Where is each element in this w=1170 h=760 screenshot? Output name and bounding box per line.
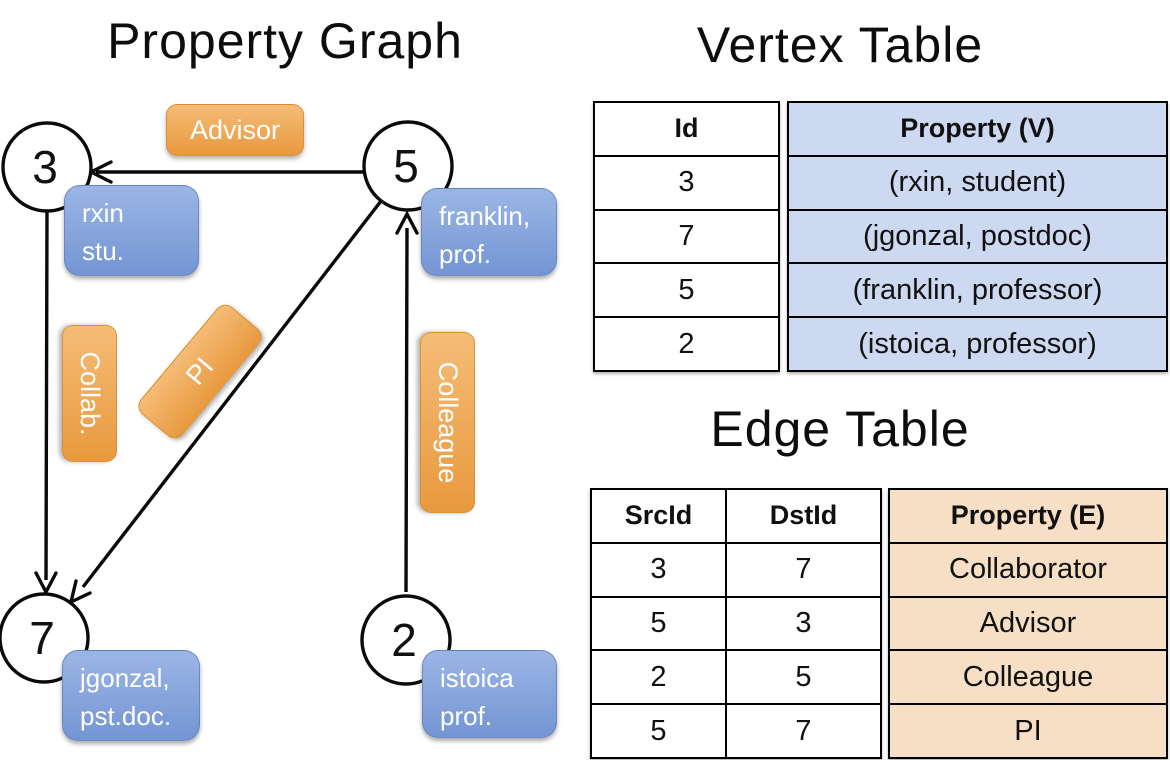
edge-table-srcid-header: SrcId	[592, 490, 727, 542]
arrowhead-colleague	[395, 210, 419, 235]
vertex-table-property-column: Property (V) (rxin, student) (jgonzal, p…	[787, 101, 1168, 372]
vertex-table-id-header: Id	[674, 113, 699, 144]
table-row: (jgonzal, postdoc)	[789, 208, 1166, 263]
cell-dstid: 7	[795, 553, 812, 586]
node-label-line1: istoica	[440, 663, 514, 693]
table-row: 2 5	[592, 649, 880, 704]
node-label-line1: jgonzal,	[80, 663, 170, 693]
table-row: Advisor	[890, 595, 1166, 650]
edge-label-advisor: Advisor	[166, 104, 304, 156]
vertex-id-7: 7	[29, 612, 55, 664]
cell-srcid: 5	[592, 705, 727, 757]
cell-dstid: 7	[795, 714, 812, 747]
node-label-line2: stu.	[82, 236, 124, 266]
cell-srcid: 3	[592, 543, 727, 596]
edge-label-colleague: Colleague	[420, 332, 475, 513]
edge-table-property-column: Property (E) Collaborator Advisor Collea…	[888, 488, 1168, 759]
cell-srcid: 5	[592, 597, 727, 650]
node-label-line2: prof.	[439, 239, 492, 269]
node-label-franklin: franklin, prof.	[421, 188, 557, 276]
property-graph-title: Property Graph	[107, 13, 463, 69]
cell-srcid: 2	[592, 651, 727, 704]
node-label-line2: pst.doc.	[80, 701, 172, 731]
vertex-table-title: Vertex Table	[696, 17, 984, 73]
table-row: Colleague	[890, 649, 1166, 703]
edge-table-title: Edge Table	[710, 401, 970, 457]
edge-table-property-header: Property (E)	[950, 500, 1106, 531]
edge-label-collab: Collab.	[62, 325, 117, 462]
table-row: 2	[595, 316, 778, 370]
node-label-rxin: rxin stu.	[64, 185, 199, 276]
table-row: 7	[595, 208, 778, 263]
vertex-id-2: 2	[391, 614, 417, 666]
table-row: Collaborator	[890, 541, 1166, 596]
edge-line-pi	[81, 199, 383, 589]
vertex-table-id-column: Id 3 7 5 2	[593, 101, 780, 372]
node-label-line2: prof.	[440, 701, 493, 731]
vertex-table-property-header: Property (V)	[900, 113, 1055, 144]
edge-table-id-columns: SrcId DstId 3 7 5 3 2 5 5 7	[590, 488, 882, 759]
node-label-line1: franklin,	[439, 201, 531, 231]
node-label-jgonzal: jgonzal, pst.doc.	[62, 650, 200, 741]
vertex-id-5: 5	[393, 140, 419, 192]
edge-line-colleague	[404, 227, 409, 593]
cell-dstid: 3	[795, 606, 812, 639]
table-row: 5 7	[592, 703, 880, 757]
vertex-circle-5	[362, 120, 454, 212]
table-row: (rxin, student)	[789, 154, 1166, 209]
node-label-line1: rxin	[82, 198, 124, 228]
table-row: (istoica, professor)	[789, 316, 1166, 370]
cell-dstid: 5	[795, 660, 812, 693]
table-row: 5 3	[592, 595, 880, 650]
edge-line-collab	[44, 210, 49, 581]
edge-table-id-header-row: SrcId DstId	[592, 490, 880, 542]
table-row: 3	[595, 154, 778, 209]
table-row: (franklin, professor)	[789, 262, 1166, 316]
arrowhead-collab	[34, 571, 58, 596]
table-row: 3 7	[592, 541, 880, 596]
table-row: PI	[890, 703, 1166, 757]
vertex-id-3: 3	[32, 141, 58, 193]
table-row: 5	[595, 262, 778, 316]
edge-table-dstid-header: DstId	[769, 500, 838, 531]
node-label-istoica: istoica prof.	[422, 650, 557, 738]
